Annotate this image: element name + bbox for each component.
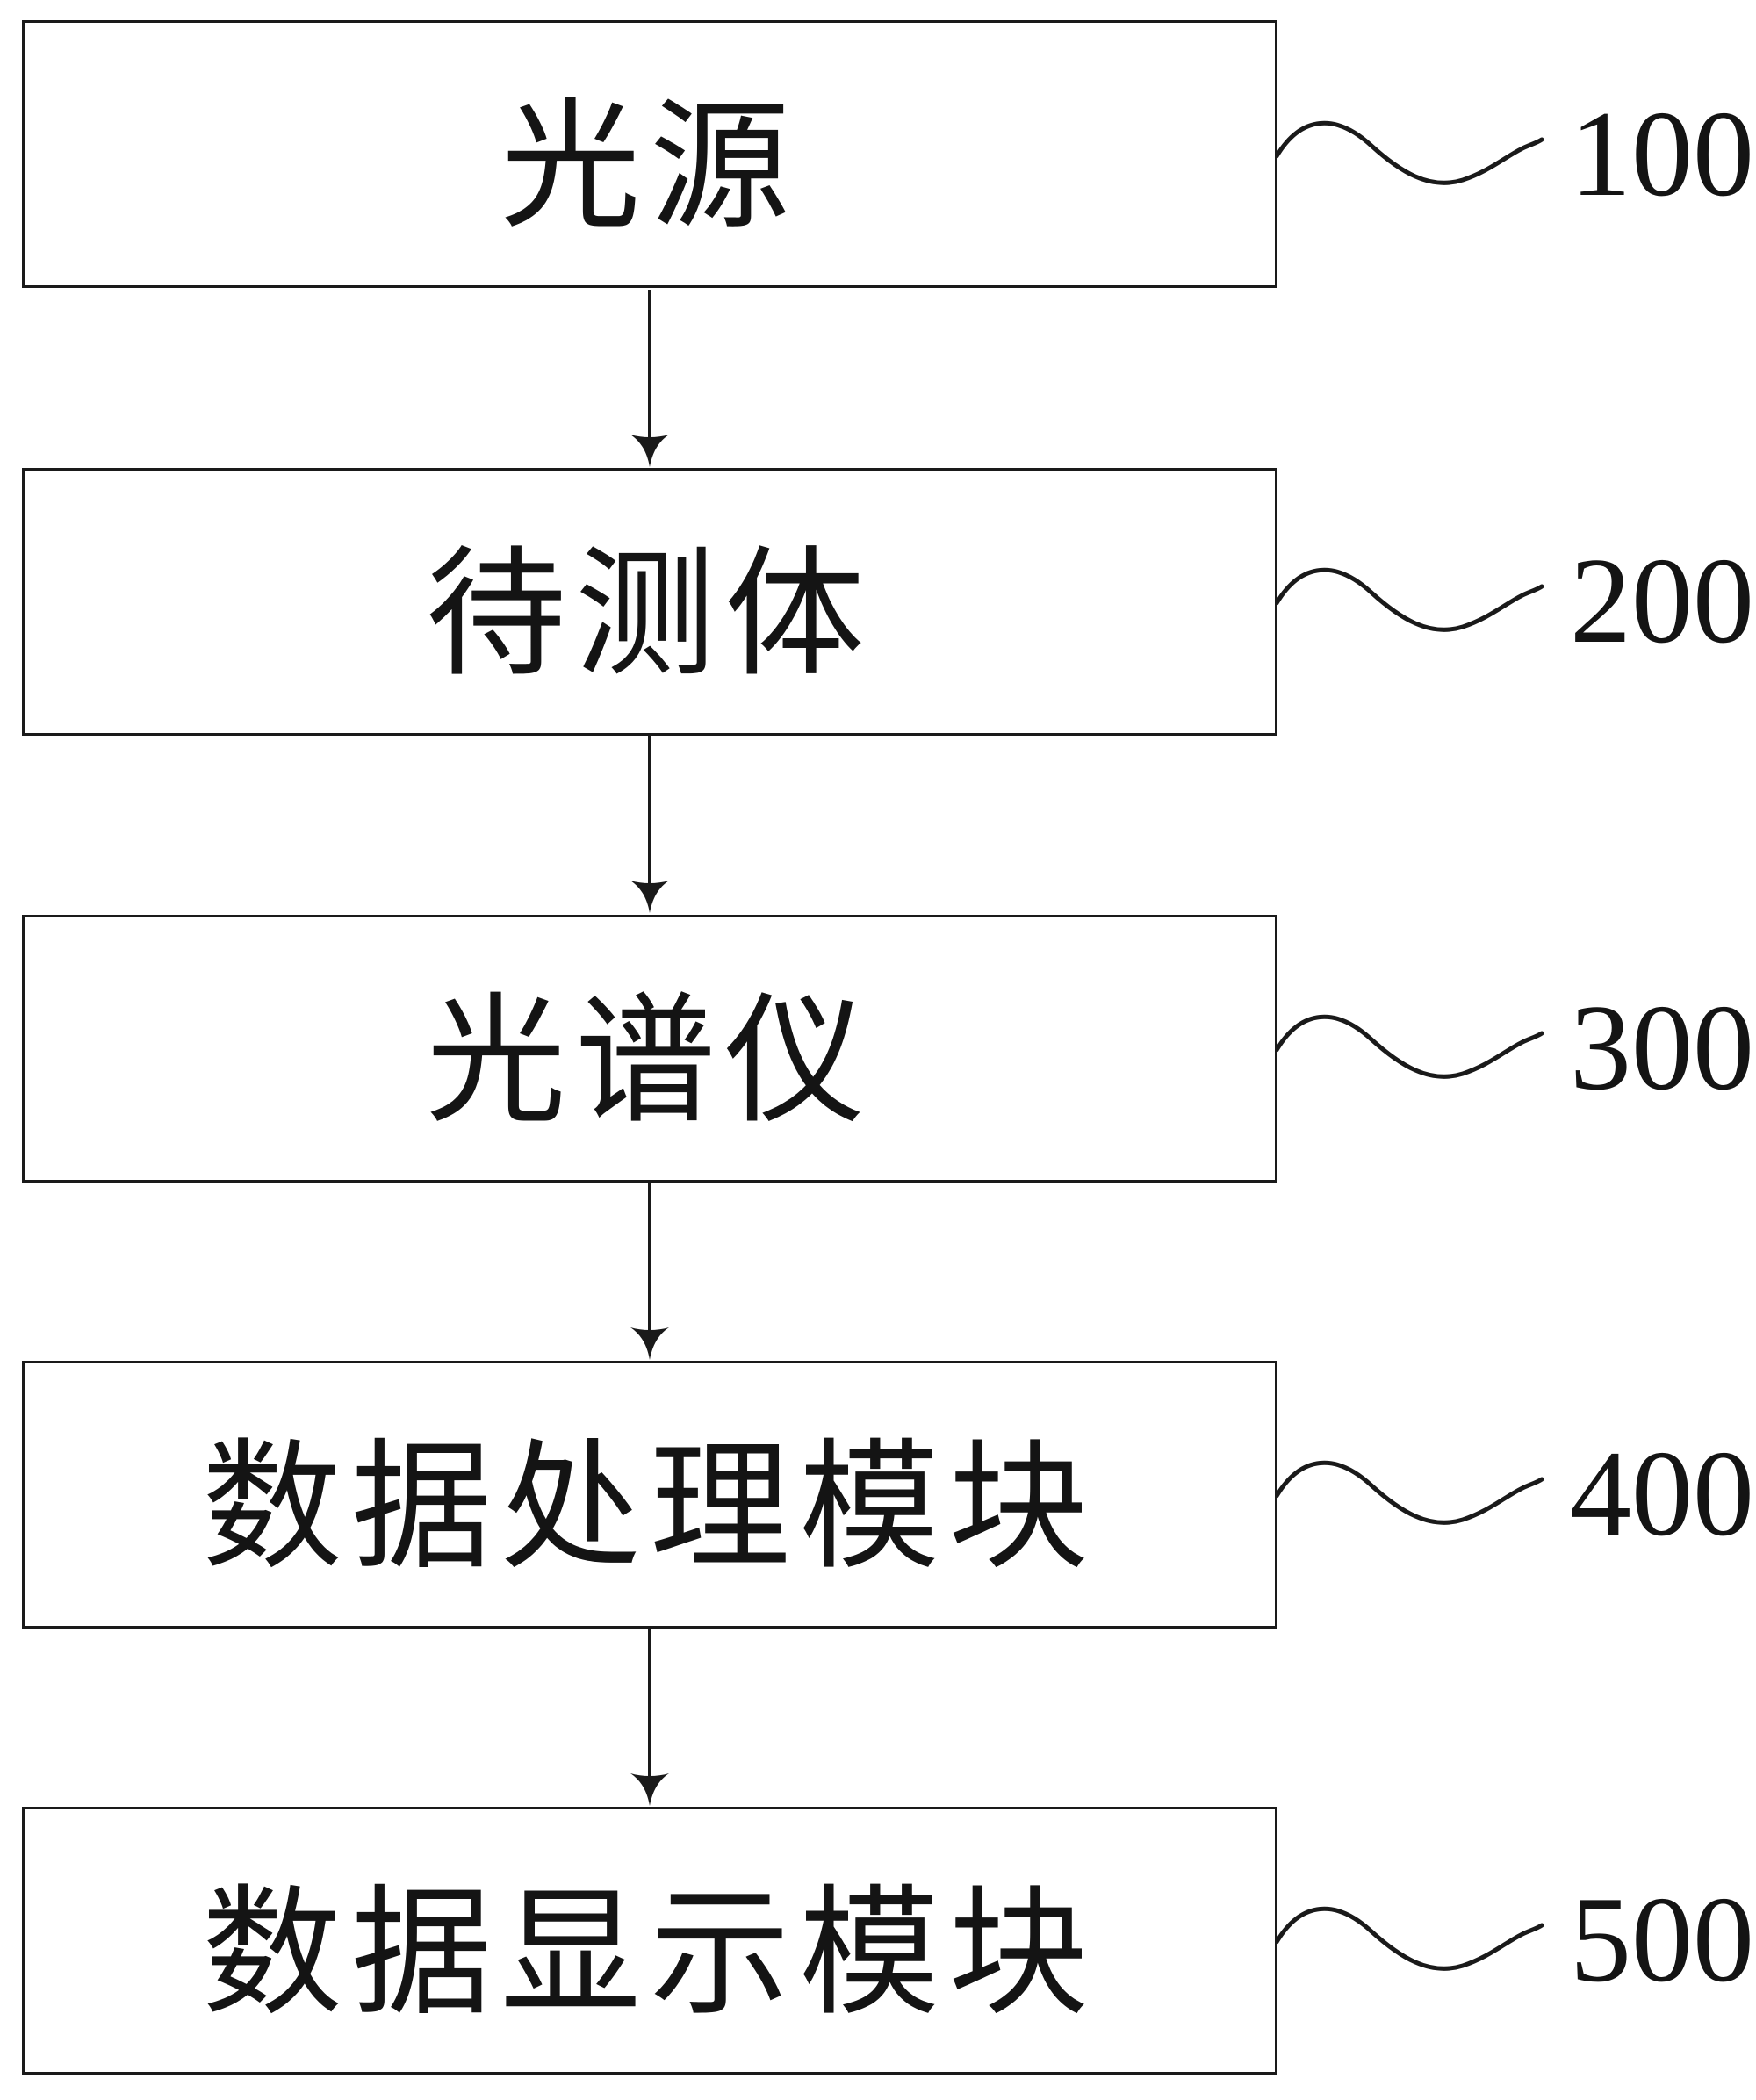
reference-squiggle-icon <box>1275 1906 1544 1971</box>
reference-squiggle-icon <box>1275 1014 1544 1079</box>
down-arrow-icon <box>630 1629 669 1806</box>
reference-number: 500 <box>1570 1872 1754 2008</box>
node-label: 待测体 <box>425 536 874 694</box>
reference-squiggle-icon <box>1275 120 1544 185</box>
reference-number: 400 <box>1570 1426 1754 1562</box>
node-label: 光谱仪 <box>425 983 874 1140</box>
reference-number: 200 <box>1570 533 1754 669</box>
reference-squiggle-icon <box>1275 567 1544 632</box>
node-label: 光源 <box>500 89 799 246</box>
reference-number: 100 <box>1570 86 1754 222</box>
flow-node-spectrometer: 光谱仪 <box>22 915 1277 1183</box>
reference-squiggle-icon <box>1275 1460 1544 1525</box>
down-arrow-icon <box>630 290 669 467</box>
flow-node-data-display-module: 数据显示模块 <box>22 1807 1277 2075</box>
flow-node-object-under-test: 待测体 <box>22 468 1277 736</box>
node-label: 数据处理模块 <box>201 1429 1098 1586</box>
down-arrow-icon <box>630 736 669 913</box>
down-arrow-icon <box>630 1183 669 1360</box>
node-label: 数据显示模块 <box>201 1875 1098 2032</box>
reference-number: 300 <box>1570 980 1754 1116</box>
flow-node-light-source: 光源 <box>22 20 1277 288</box>
flow-node-data-processing-module: 数据处理模块 <box>22 1361 1277 1629</box>
